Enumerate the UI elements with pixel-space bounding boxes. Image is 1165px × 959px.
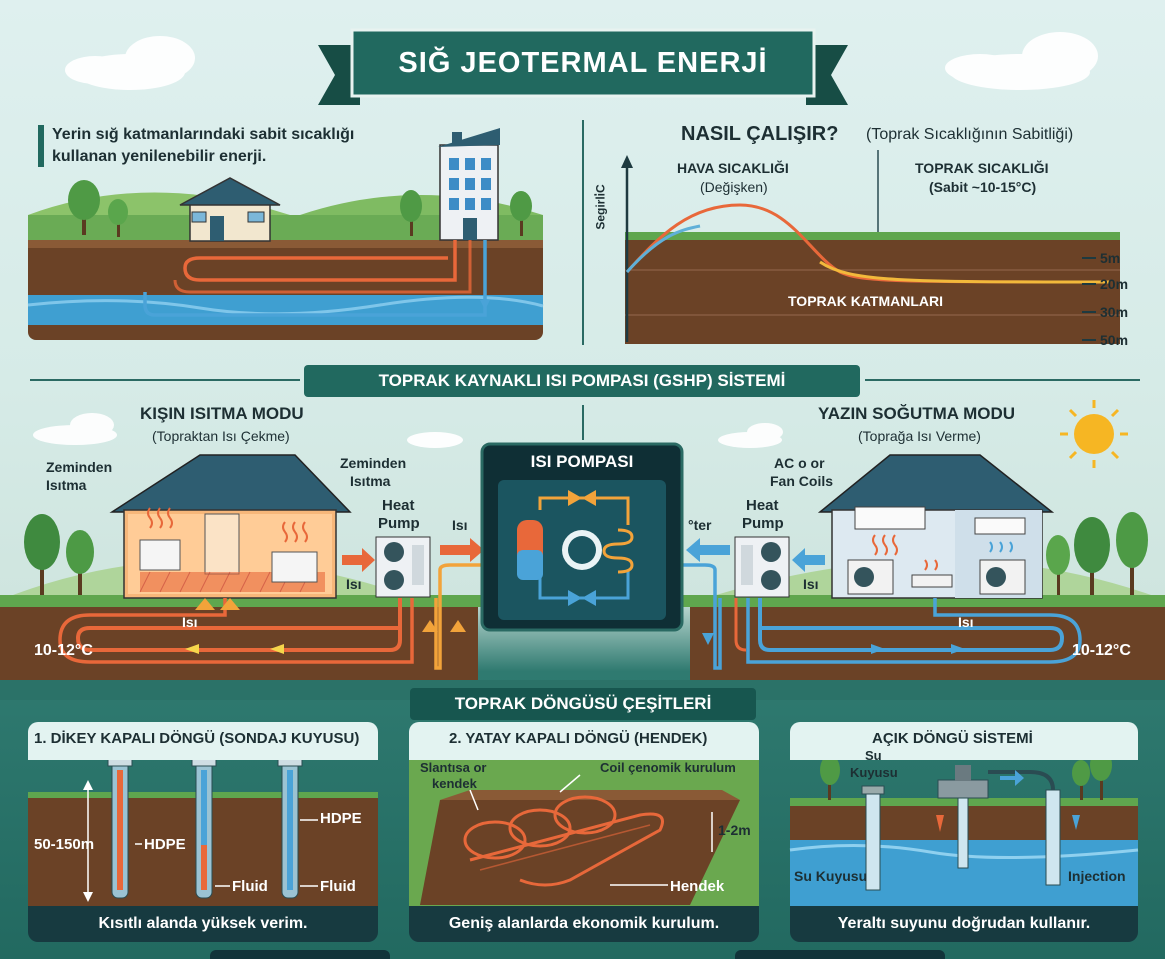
ground-temperature-curve bbox=[819, 260, 1111, 284]
heat-pump-title: ISI POMPASI bbox=[530, 452, 634, 471]
heat-label: Isı bbox=[182, 614, 198, 630]
intro-line-2: kullanan yenilenebilir enerji. bbox=[52, 148, 267, 165]
ground-temp-value: 10-12°C bbox=[1072, 642, 1131, 659]
loops-title: TOPRAK DÖNGÜSÜ ÇEŞİTLERİ bbox=[410, 688, 756, 720]
ac-label: AC o or bbox=[774, 455, 825, 471]
winter-heat-pump bbox=[375, 536, 431, 598]
ground-temp-sub: (Sabit ~10-15°C) bbox=[929, 179, 1037, 195]
trench-name-label: Hendek bbox=[670, 878, 725, 895]
depth-tick-label: 20m bbox=[1100, 276, 1129, 292]
pump-side-label: °ter bbox=[688, 517, 712, 533]
heat-label: Isı bbox=[452, 517, 468, 533]
open-loop-title: AÇIK DÖNGÜ SİSTEMİ bbox=[872, 730, 1033, 747]
winter-house bbox=[109, 454, 352, 599]
trench-label: kendek bbox=[432, 776, 477, 791]
footer-tab bbox=[735, 950, 945, 959]
how-heading: NASIL ÇALIŞIR? bbox=[681, 123, 839, 145]
summer-title: YAZIN SOĞUTMA MODU bbox=[818, 404, 1016, 423]
coil-label: Coil çenomik kurulum bbox=[600, 760, 736, 775]
depth-label: 50-150m bbox=[34, 836, 95, 853]
well-label: Kuyusu bbox=[850, 765, 898, 780]
how-subheading: (Toprak Sıcaklığının Sabitliği) bbox=[866, 126, 1074, 143]
fluid-label: Fluid bbox=[320, 878, 356, 895]
fluid-label: Fluid bbox=[232, 878, 268, 895]
trench-label: Slantısa or bbox=[420, 760, 487, 775]
intro-line-1: Yerin sığ katmanlarındaki sabit sıcaklığ… bbox=[52, 126, 355, 143]
summer-house bbox=[817, 454, 1055, 599]
vertical-loop-caption: Kısıtlı alanda yüksek verim. bbox=[28, 906, 378, 942]
winter-subtitle: (Topraktan Isı Çekme) bbox=[152, 428, 290, 444]
air-temp-label: HAVA SICAKLIĞI bbox=[677, 160, 789, 176]
summer-heat-pump bbox=[734, 536, 790, 598]
horizontal-loop-panel: 2. YATAY KAPALI DÖNGÜ (HENDEK) Geniş ala… bbox=[409, 722, 759, 942]
open-loop-caption: Yeraltı suyunu doğrudan kullanır. bbox=[790, 906, 1138, 942]
footer-tab bbox=[210, 950, 390, 959]
heat-pump-label: Pump bbox=[742, 515, 784, 532]
soil-layers-label: TOPRAK KATMANLARI bbox=[788, 293, 944, 309]
heat-pump-label: Heat bbox=[746, 497, 779, 514]
vertical-loop-panel: 1. DİKEY KAPALI DÖNGÜ (SONDAJ KUYUSU) Kı… bbox=[28, 722, 378, 942]
summer-subtitle: (Toprağa Isı Verme) bbox=[858, 428, 981, 444]
sun-icon bbox=[1060, 400, 1128, 468]
heat-pump-label: Heat bbox=[382, 497, 415, 514]
cloud-icon bbox=[33, 32, 1098, 448]
horizontal-loop-caption: Geniş alanlarda ekonomik kurulum. bbox=[409, 906, 759, 942]
trench-depth-label: 1-2m bbox=[718, 822, 751, 838]
ground-temp-label: TOPRAK SICAKLIĞI bbox=[915, 160, 1049, 176]
floor-heating-label: Isıtma bbox=[350, 473, 391, 489]
depth-tick-label: 30m bbox=[1100, 304, 1129, 320]
house-icon bbox=[179, 177, 281, 242]
winter-title: KIŞIN ISITMA MODU bbox=[140, 404, 304, 423]
floor-heating-label: Zeminden bbox=[46, 459, 113, 475]
building-icon bbox=[438, 128, 500, 241]
ground-temp-value: 10-12°C bbox=[34, 642, 93, 659]
heat-pump-label: Pump bbox=[378, 515, 420, 532]
tree-icon bbox=[24, 512, 1148, 595]
y-axis-label: Segirli̇C bbox=[593, 184, 608, 230]
well-label: Su bbox=[865, 748, 882, 763]
heat-label: Isı bbox=[803, 576, 819, 592]
heat-label: Isı bbox=[958, 614, 974, 630]
depth-tick-label: 5m bbox=[1100, 250, 1121, 266]
heat-label: Isı bbox=[346, 576, 362, 592]
hdpe-label: HDPE bbox=[320, 810, 362, 827]
injection-label: Injection bbox=[1068, 868, 1126, 884]
floor-heating-label: Isıtma bbox=[46, 477, 87, 493]
horizontal-loop-title: 2. YATAY KAPALI DÖNGÜ (HENDEK) bbox=[449, 730, 708, 747]
floor-heating-label: Zeminden bbox=[340, 455, 407, 471]
depth-tick-label: 50m bbox=[1100, 332, 1129, 348]
ac-label: Fan Coils bbox=[770, 473, 834, 489]
gshp-title: TOPRAK KAYNAKLI ISI POMPASI (GSHP) SİSTE… bbox=[304, 365, 860, 397]
tree-icon bbox=[68, 180, 532, 237]
well-bottom-label: Su Kuyusu bbox=[794, 868, 868, 884]
air-temp-sub: (Değişken) bbox=[700, 179, 768, 195]
vertical-loop-title: 1. DİKEY KAPALI DÖNGÜ (SONDAJ KUYUSU) bbox=[34, 730, 360, 747]
hdpe-label: HDPE bbox=[144, 836, 186, 853]
page-title: SIĞ JEOTERMAL ENERJİ bbox=[398, 47, 768, 79]
open-loop-panel: AÇIK DÖNGÜ SİSTEMİ Yeraltı suyunu doğrud… bbox=[790, 722, 1138, 942]
